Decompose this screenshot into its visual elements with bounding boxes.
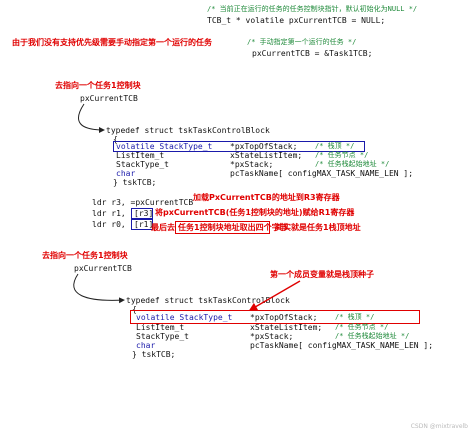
block1-row2-comment: /* 任务节点 */ (315, 151, 369, 159)
asm-line2-arg: [r3] (134, 209, 154, 218)
block2-row2-comment: /* 任务节点 */ (335, 323, 389, 331)
block1-row2-name: xStateListItem; (230, 151, 303, 160)
block2-row2-type: ListItem_t (136, 323, 185, 332)
block2-row4-name: pcTaskName[ configMAX_TASK_NAME_LEN ]; (250, 341, 434, 350)
block1-row2-type: ListItem_t (116, 151, 165, 160)
block1-row3-comment: /* 任务栈起始地址 */ (315, 160, 390, 168)
r0-note-box (175, 221, 270, 234)
block1-row1-name: *pxTopOfStack; (230, 142, 298, 151)
block2-close: } tskTCB; (132, 350, 176, 359)
block2-pointer-arrow (73, 273, 125, 304)
block2-row4-type: char (136, 341, 156, 350)
block1-row1-highlight (113, 141, 365, 152)
r0-note-boxed: 任务1控制块地址取出四个字节 (178, 223, 288, 232)
current-tcb-declaration: TCB_t * volatile pxCurrentTCB = NULL; (207, 16, 386, 25)
points-task1-note-a: 去指向一个任务1控制块 (55, 81, 141, 90)
block1-close: } tskTCB; (113, 178, 157, 187)
current-tcb-comment: /* 当前正在运行的任务的任务控制块指针，默认初始化为NULL */ (207, 5, 418, 13)
block1-open-brace: { (113, 135, 118, 144)
watermark: CSDN @mixtravelb (410, 423, 468, 430)
asm-line3-arg-box (131, 219, 153, 230)
block2-row3-type: StackType_t (136, 332, 189, 341)
asm-line2-arg-box (131, 208, 153, 219)
r1-note: 将pxCurrentTCB(任务1控制块的地址)赋给R1寄存器 (155, 208, 355, 217)
asm-line3-op: ldr r0, (92, 220, 131, 229)
r0-note-suffix: 其实就是任务1栈顶地址 (275, 223, 361, 232)
block1-row4-name: pcTaskName[ configMAX_TASK_NAME_LEN ]; (230, 169, 414, 178)
no-priority-note: 由于我们没有支持优先级需要手动指定第一个运行的任务 (12, 38, 212, 47)
r0-note-prefix: 最后去 (151, 223, 175, 232)
block1-row4-type: char (116, 169, 136, 178)
block2-row1-comment: /* 栈顶 */ (335, 313, 375, 321)
block2-row1-name: *pxTopOfStack; (250, 313, 318, 322)
block2-row1-highlight (130, 310, 420, 324)
asm-line3-arg: [r1] (134, 220, 154, 229)
block2-open-brace: { (132, 305, 137, 314)
block1-row1-comment: /* 栈顶 */ (315, 142, 355, 150)
asm-line2-op: ldr r1, (92, 209, 131, 218)
block1-typedef: typedef struct tskTaskControlBlock (106, 126, 270, 135)
block2-var: pxCurrentTCB (74, 264, 132, 273)
points-task1-note-b: 去指向一个任务1控制块 (42, 251, 128, 260)
block2-row3-name: *pxStack; (250, 332, 294, 341)
first-member-note: 第一个成员变量就是栈顶种子 (270, 270, 374, 279)
block1-pointer-arrow (78, 103, 105, 133)
block1-var: pxCurrentTCB (80, 94, 138, 103)
assign-code: pxCurrentTCB = &Task1TCB; (252, 49, 373, 58)
block2-row2-name: xStateListItem; (250, 323, 323, 332)
assign-comment: /* 手动指定第一个运行的任务 */ (247, 38, 357, 46)
block1-row3-type: StackType_t (116, 160, 169, 169)
asm-line1: ldr r3, =pxCurrentTCB (92, 198, 194, 207)
block2-row3-comment: /* 任务栈起始地址 */ (335, 332, 410, 340)
load-address-note: 加载PxCurrentTCB的地址到R3寄存器 (193, 193, 340, 202)
block1-row3-name: *pxStack; (230, 160, 274, 169)
block1-row1-type: volatile StackType_t (116, 142, 213, 151)
block2-row1-type: volatile StackType_t (136, 313, 233, 322)
block2-typedef: typedef struct tskTaskControlBlock (126, 296, 290, 305)
